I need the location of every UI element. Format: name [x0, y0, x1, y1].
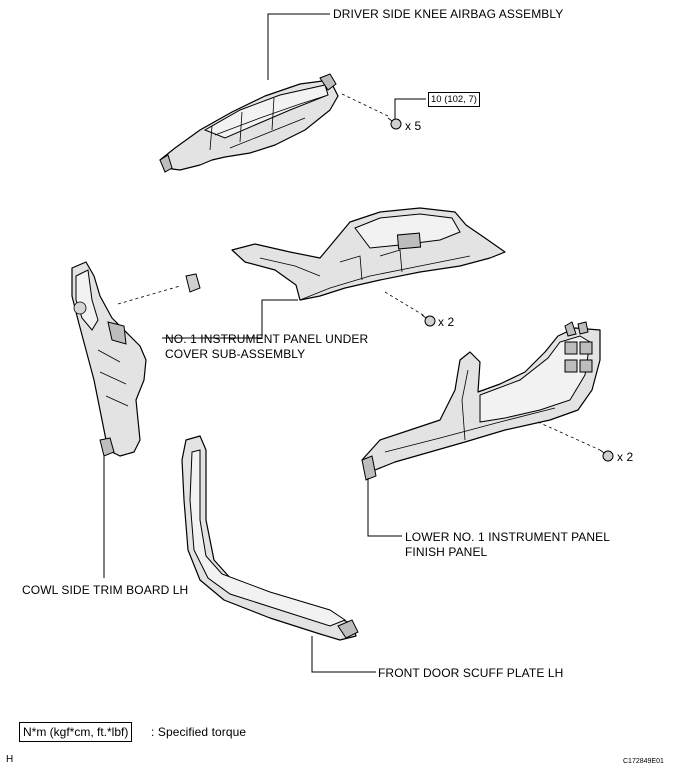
leader-knee-airbag	[267, 13, 330, 80]
cowl-clip-guide	[117, 285, 181, 305]
under-cover-screw-guide	[384, 291, 429, 319]
label-under-cover-line2: COVER SUB-ASSEMBLY	[165, 347, 306, 361]
leader-under-cover	[162, 299, 298, 339]
legend-unit-box: N*m (kgf*cm, ft.*lbf)	[19, 722, 133, 742]
label-finish-panel-line2: FINISH PANEL	[405, 545, 488, 559]
airbag-bolt-guide	[341, 93, 391, 118]
scuff-plate-part	[181, 435, 359, 641]
label-finish-panel-line1: LOWER NO. 1 INSTRUMENT PANEL	[405, 530, 611, 544]
under-cover-part	[231, 207, 506, 301]
figure-code: C172849E01	[623, 758, 664, 765]
finish-panel-screw-guide	[537, 421, 601, 451]
qty-finish-panel-screws: x 2	[617, 450, 634, 464]
finish-panel-part	[361, 321, 601, 481]
knee-airbag-part	[159, 73, 339, 173]
bolt-airbag	[387, 117, 402, 130]
label-scuff-plate: FRONT DOOR SCUFF PLATE LH	[378, 666, 564, 680]
clip-cowl	[185, 273, 201, 293]
screw-under-cover	[421, 314, 436, 327]
screw-finish-panel	[599, 449, 614, 462]
label-under-cover-line1: NO. 1 INSTRUMENT PANEL UNDER	[165, 332, 369, 346]
cowl-trim-part	[71, 261, 147, 457]
torque-spec-airbag-bolts: 10 (102, 7)	[428, 92, 480, 107]
label-cowl-trim: COWL SIDE TRIM BOARD LH	[22, 583, 189, 597]
legend-description: : Specified torque	[151, 725, 247, 739]
leader-finish-panel	[367, 478, 402, 537]
qty-under-cover-screws: x 2	[438, 315, 455, 329]
leader-torque	[394, 98, 426, 124]
leader-scuff-plate	[311, 636, 376, 673]
qty-airbag-bolts: x 5	[405, 119, 422, 133]
label-knee-airbag: DRIVER SIDE KNEE AIRBAG ASSEMBLY	[333, 7, 564, 21]
corner-letter: H	[6, 754, 14, 765]
